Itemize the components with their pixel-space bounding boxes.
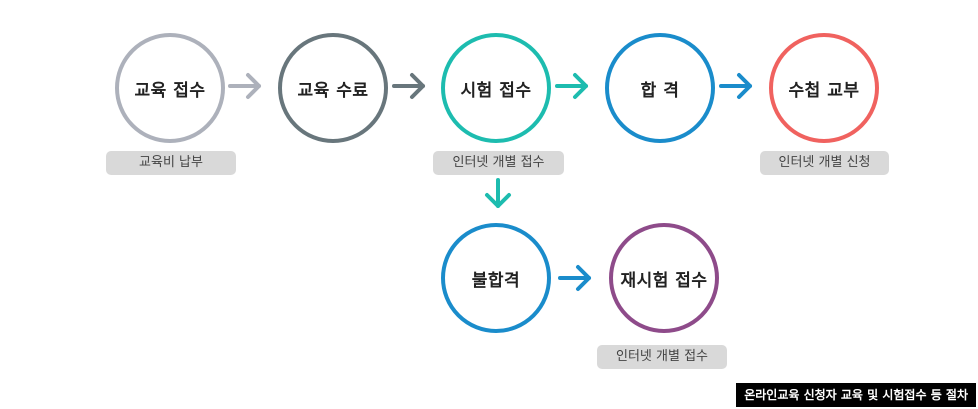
arrow-pass-to-license (719, 73, 752, 99)
node-reexam-apply-label: 재시험 접수 (620, 270, 708, 291)
node-reexam-apply: 재시험 접수 (609, 223, 719, 333)
arrow-exam-to-fail (485, 178, 511, 208)
node-edu-complete-label: 교육 수료 (297, 80, 369, 101)
node-license-issue-label: 수첩 교부 (788, 80, 860, 101)
arrow-edu-apply-to-complete (228, 73, 261, 99)
node-license-issue: 수첩 교부 (769, 33, 879, 143)
node-pass-label: 합 격 (640, 80, 680, 101)
arrow-fail-to-reexam (558, 265, 591, 291)
note-reexam-online: 인터넷 개별 접수 (597, 345, 727, 369)
node-exam-apply: 시험 접수 (441, 33, 551, 143)
node-edu-apply: 교육 접수 (115, 33, 225, 143)
node-edu-complete: 교육 수료 (278, 33, 388, 143)
footer-caption: 온라인교육 신청자 교육 및 시험접수 등 절차 (736, 383, 976, 407)
node-edu-apply-label: 교육 접수 (134, 80, 206, 101)
note-exam-online: 인터넷 개별 접수 (433, 151, 564, 175)
arrow-edu-complete-to-exam (392, 73, 425, 99)
node-fail-label: 불합격 (471, 270, 521, 291)
node-pass: 합 격 (605, 33, 715, 143)
arrow-exam-to-pass (555, 73, 588, 99)
node-exam-apply-label: 시험 접수 (460, 80, 532, 101)
node-fail: 불합격 (441, 223, 551, 333)
note-license-online: 인터넷 개별 신청 (760, 151, 889, 175)
note-edu-fee: 교육비 납부 (106, 151, 236, 175)
